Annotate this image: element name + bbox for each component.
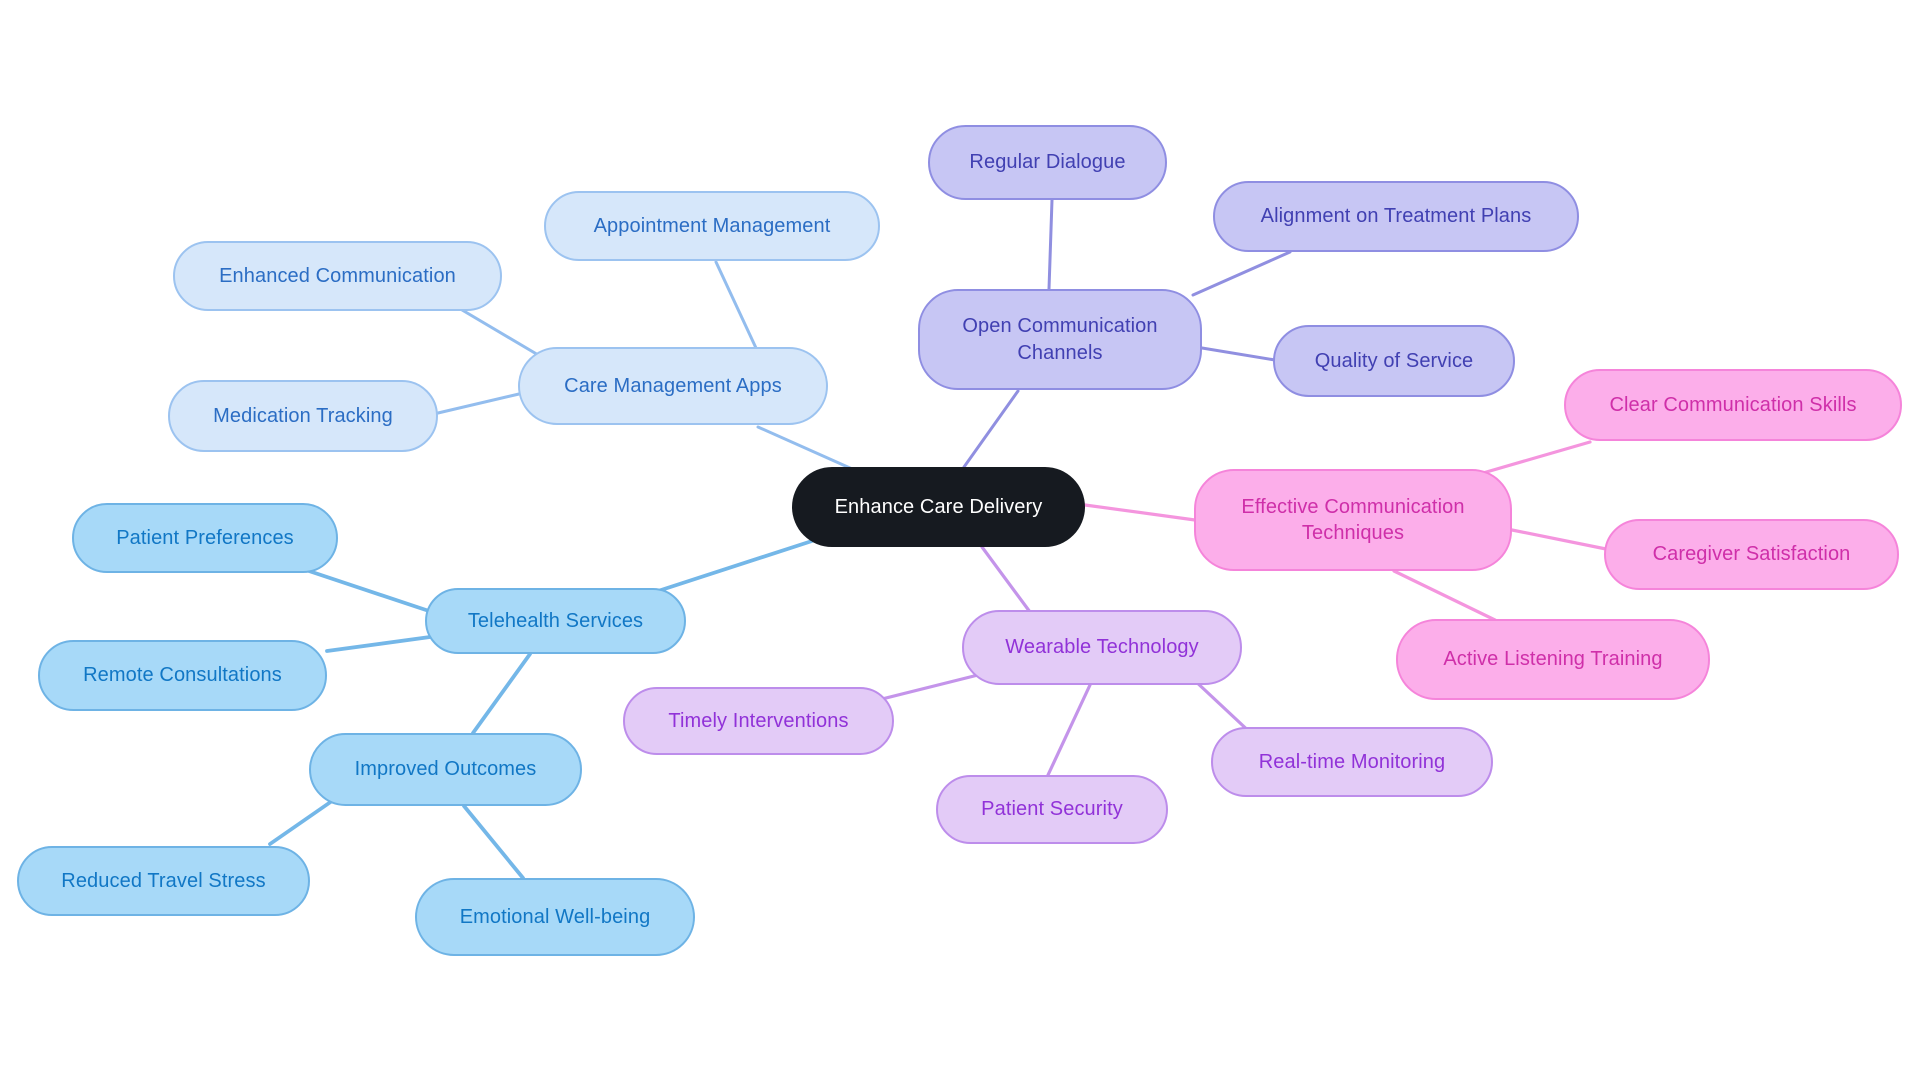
node-label-reduced-travel-stress: Reduced Travel Stress	[61, 869, 266, 892]
node-label-patient-preferences: Patient Preferences	[116, 526, 294, 549]
edge-wearable-technology-to-timely-interventions	[876, 672, 984, 702]
node-label-telehealth-services: Telehealth Services	[467, 609, 644, 632]
node-enhanced-communication[interactable]: Enhanced Communication	[173, 241, 502, 311]
node-label-open-communication-channels: Open Communication Channels	[962, 315, 1158, 364]
node-real-time-monitoring[interactable]: Real-time Monitoring	[1211, 727, 1493, 797]
node-active-listening-training[interactable]: Active Listening Training	[1396, 619, 1710, 700]
node-label-enhanced-communication: Enhanced Communication	[219, 264, 456, 287]
node-label-emotional-well-being: Emotional Well-being	[459, 905, 651, 928]
edge-effective-communication-techniques-to-clear-communication-skills	[1481, 440, 1592, 475]
node-enhance-care-delivery[interactable]: Enhance Care Delivery	[792, 467, 1085, 547]
node-emotional-well-being[interactable]: Emotional Well-being	[415, 878, 695, 956]
edge-open-communication-channels-to-alignment-on-treatment-plans	[1191, 250, 1292, 297]
node-label-care-management-apps: Care Management Apps	[564, 374, 782, 397]
node-label-wearable-technology: Wearable Technology	[1005, 636, 1199, 659]
node-reduced-travel-stress[interactable]: Reduced Travel Stress	[17, 846, 310, 916]
node-appointment-management[interactable]: Appointment Management	[544, 191, 880, 261]
node-medication-tracking[interactable]: Medication Tracking	[168, 380, 438, 452]
edge-care-management-apps-to-enhanced-communication	[450, 302, 547, 361]
node-label-medication-tracking: Medication Tracking	[213, 404, 393, 427]
node-label-caregiver-satisfaction: Caregiver Satisfaction	[1652, 543, 1851, 566]
edge-telehealth-services-to-remote-consultations	[325, 635, 432, 653]
node-label-real-time-monitoring: Real-time Monitoring	[1258, 750, 1446, 773]
edge-open-communication-channels-to-regular-dialogue	[1047, 198, 1054, 291]
node-label-remote-consultations: Remote Consultations	[83, 664, 282, 687]
edge-care-management-apps-to-enhance-care-delivery	[756, 425, 852, 470]
node-label-active-listening-training: Active Listening Training	[1443, 648, 1663, 671]
edge-telehealth-services-to-patient-preferences	[298, 566, 434, 614]
node-effective-communication-techniques[interactable]: Effective Communication Techniques	[1194, 469, 1512, 571]
edge-open-communication-channels-to-enhance-care-delivery	[962, 389, 1020, 469]
edge-wearable-technology-to-enhance-care-delivery	[980, 545, 1032, 614]
edge-improved-outcomes-to-emotional-well-being	[462, 804, 525, 880]
node-label-timely-interventions: Timely Interventions	[668, 709, 849, 732]
edge-wearable-technology-to-patient-security	[1046, 683, 1092, 777]
node-label-appointment-management: Appointment Management	[593, 214, 831, 237]
node-caregiver-satisfaction[interactable]: Caregiver Satisfaction	[1604, 519, 1899, 590]
node-label-patient-security: Patient Security	[981, 798, 1123, 821]
node-label-regular-dialogue: Regular Dialogue	[969, 151, 1126, 174]
edge-telehealth-services-to-enhance-care-delivery	[653, 539, 814, 594]
node-wearable-technology[interactable]: Wearable Technology	[962, 610, 1242, 685]
node-quality-of-service[interactable]: Quality of Service	[1273, 325, 1515, 397]
node-care-management-apps[interactable]: Care Management Apps	[518, 347, 828, 425]
node-regular-dialogue[interactable]: Regular Dialogue	[928, 125, 1167, 200]
edge-effective-communication-techniques-to-enhance-care-delivery	[1083, 503, 1197, 522]
node-alignment-on-treatment-plans[interactable]: Alignment on Treatment Plans	[1213, 181, 1579, 252]
edge-improved-outcomes-to-reduced-travel-stress	[268, 799, 334, 846]
node-improved-outcomes[interactable]: Improved Outcomes	[309, 733, 582, 806]
node-label-enhance-care-delivery: Enhance Care Delivery	[834, 495, 1043, 518]
node-label-alignment-on-treatment-plans: Alignment on Treatment Plans	[1260, 205, 1532, 228]
node-label-effective-communication-techniques: Effective Communication Techniques	[1241, 495, 1465, 544]
edge-effective-communication-techniques-to-caregiver-satisfaction	[1510, 528, 1608, 551]
node-label-improved-outcomes: Improved Outcomes	[354, 758, 537, 781]
edge-telehealth-services-to-improved-outcomes	[471, 652, 532, 735]
node-label-clear-communication-skills: Clear Communication Skills	[1609, 393, 1857, 416]
node-clear-communication-skills[interactable]: Clear Communication Skills	[1564, 369, 1902, 441]
node-open-communication-channels[interactable]: Open Communication Channels	[918, 289, 1202, 390]
node-label-quality-of-service: Quality of Service	[1314, 349, 1474, 372]
edge-wearable-technology-to-real-time-monitoring	[1190, 676, 1256, 738]
node-patient-preferences[interactable]: Patient Preferences	[72, 503, 338, 573]
node-timely-interventions[interactable]: Timely Interventions	[623, 687, 894, 755]
node-patient-security[interactable]: Patient Security	[936, 775, 1168, 844]
node-remote-consultations[interactable]: Remote Consultations	[38, 640, 327, 711]
edge-open-communication-channels-to-quality-of-service	[1200, 346, 1277, 362]
edge-care-management-apps-to-appointment-management	[714, 260, 758, 350]
edge-care-management-apps-to-medication-tracking	[436, 392, 521, 415]
node-telehealth-services[interactable]: Telehealth Services	[425, 588, 686, 654]
edge-effective-communication-techniques-to-active-listening-training	[1392, 569, 1497, 622]
